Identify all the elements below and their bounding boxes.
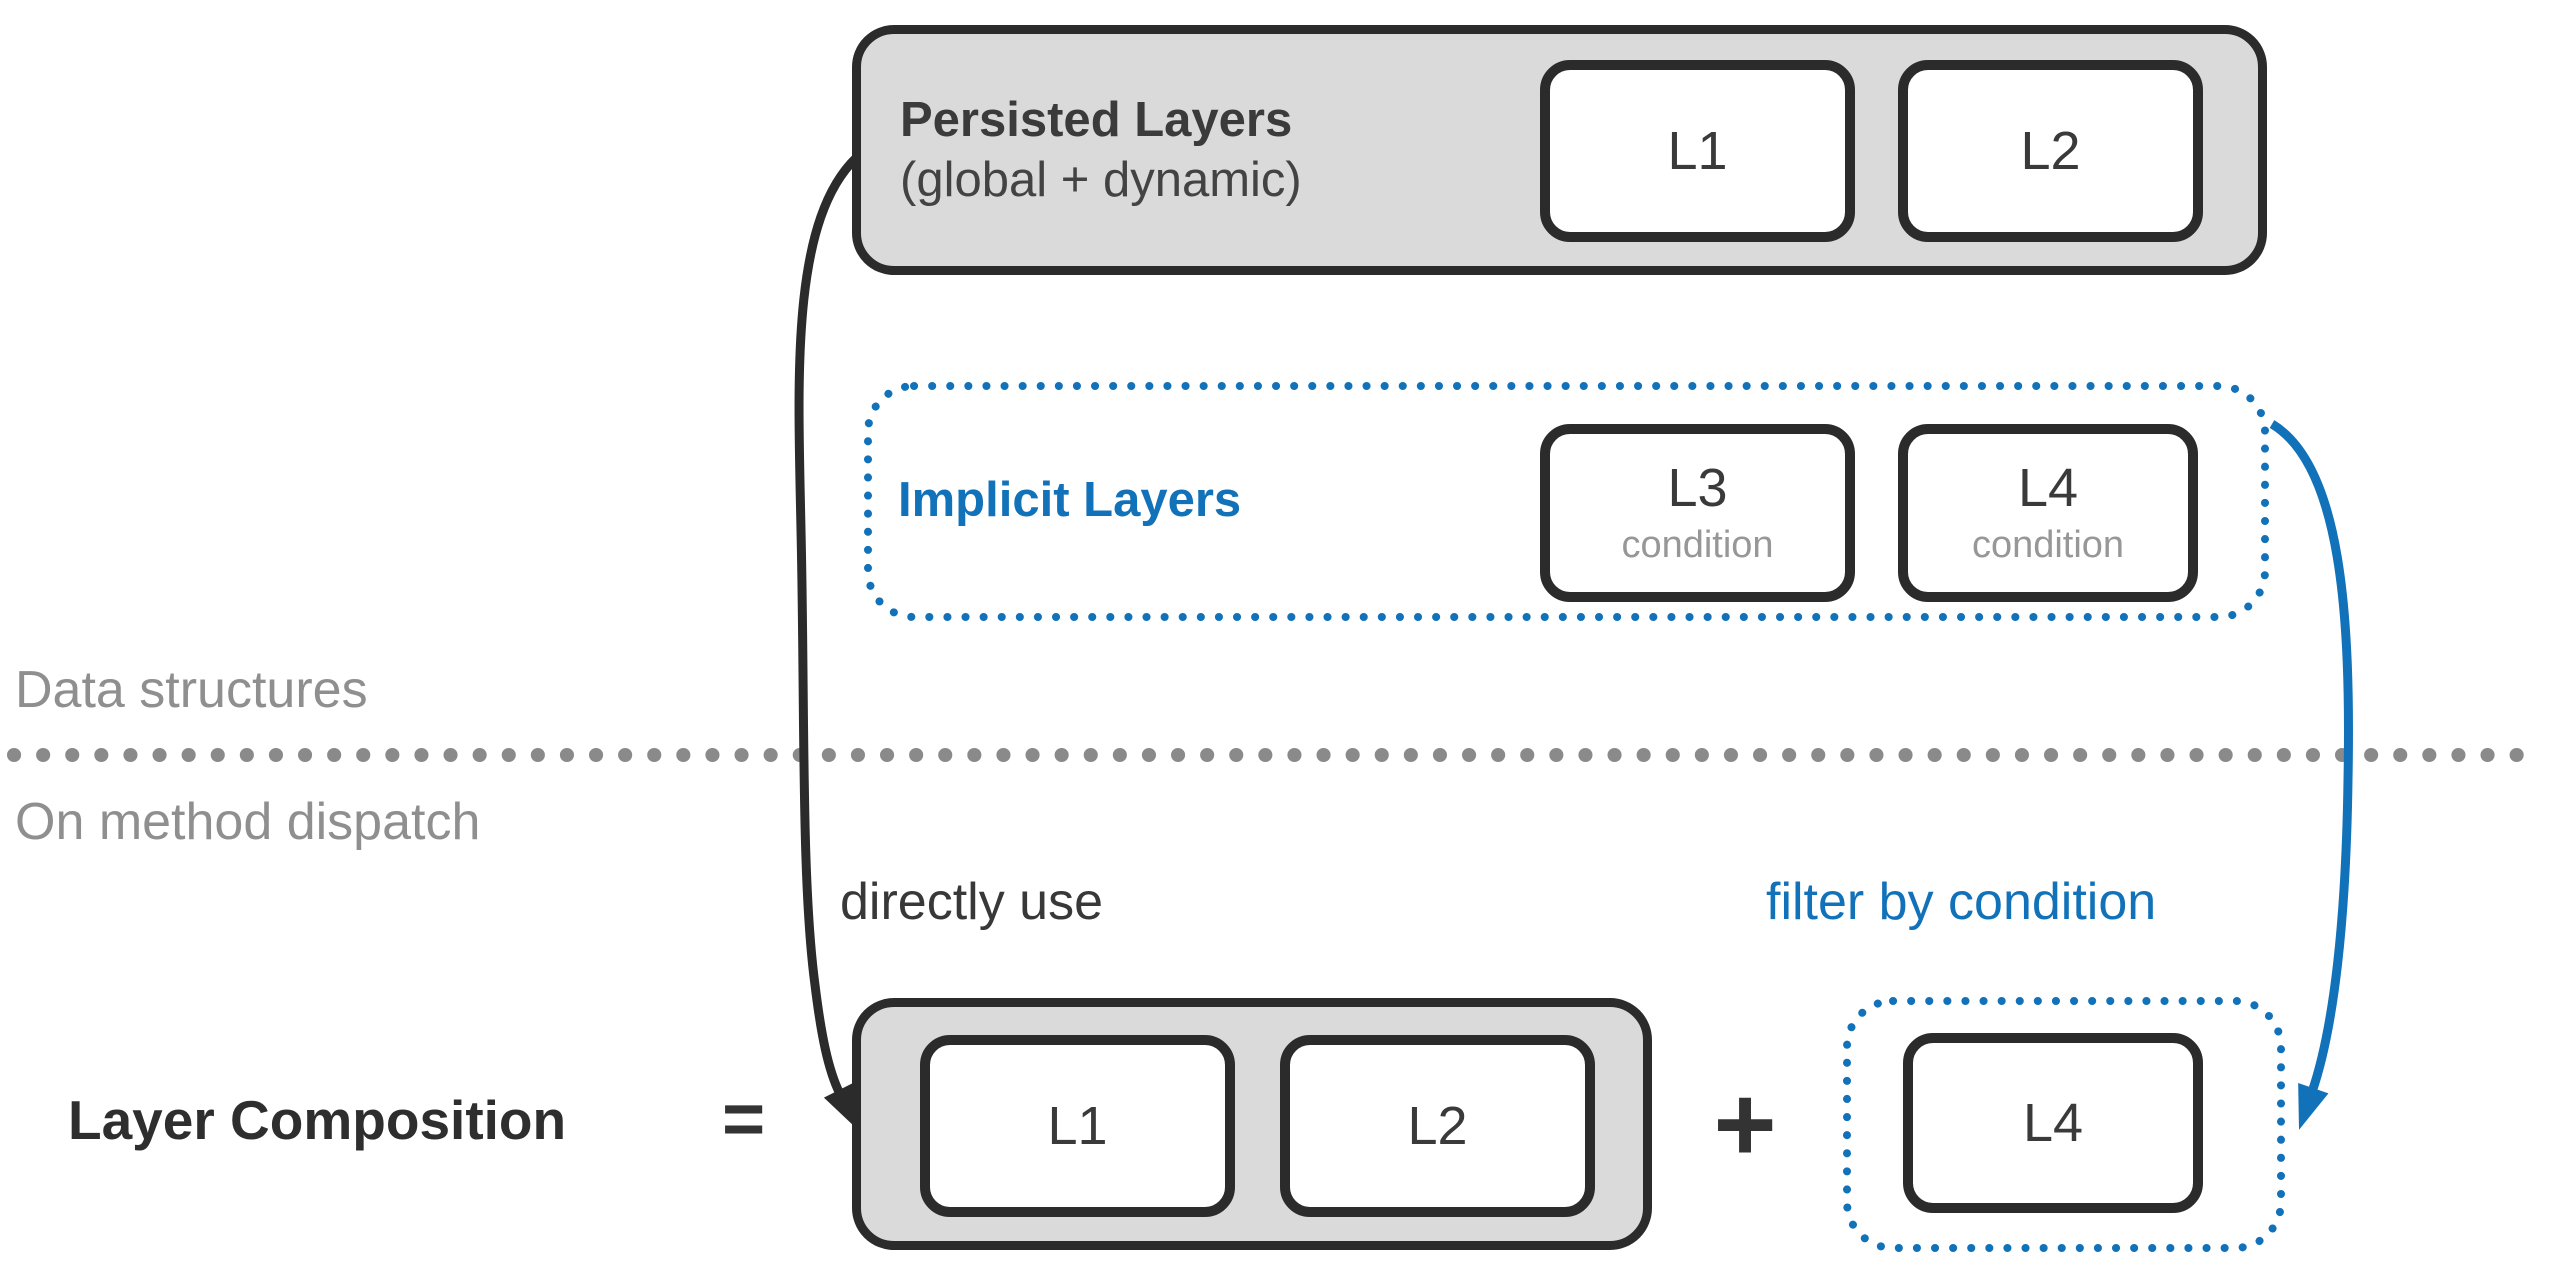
implicit-layers-title: Implicit Layers — [898, 473, 1242, 527]
composition-layer-l1-box: L1 — [920, 1035, 1235, 1217]
persisted-layers-title: Persisted Layers — [900, 93, 1293, 147]
implicit-layer-l3-box: L3 condition — [1540, 424, 1855, 602]
persisted-layer-l2-box: L2 — [1898, 60, 2203, 242]
layer-condition-label: condition — [1621, 524, 1774, 566]
layer-label: L2 — [2020, 121, 2081, 181]
layer-condition-label: condition — [1971, 524, 2125, 566]
filtered-layer-l4-box: L4 — [1903, 1033, 2203, 1213]
persisted-layers-subtitle: (global + dynamic) — [900, 153, 1302, 207]
layer-label: L3 — [1667, 458, 1728, 518]
plus-sign: + — [1713, 1062, 1777, 1184]
region-label-data-structures: Data structures — [15, 661, 368, 719]
region-label-on-method-dispatch: On method dispatch — [15, 793, 481, 851]
composition-layer-l2-box: L2 — [1280, 1035, 1595, 1217]
layer-label: L1 — [1667, 121, 1728, 181]
layer-composition-title: Layer Composition — [68, 1089, 567, 1151]
layer-label: L4 — [2017, 458, 2079, 518]
implicit-layer-l4-box: L4 condition — [1898, 424, 2198, 602]
persisted-layer-l1-box: L1 — [1540, 60, 1855, 242]
directly-use-arrow — [794, 154, 860, 1130]
directly-use-label: directly use — [840, 873, 1103, 931]
persisted-layers-text: Persisted Layers (global + dynamic) — [900, 50, 1302, 250]
equals-sign: = — [722, 1077, 766, 1160]
layer-label: L2 — [1407, 1096, 1468, 1156]
layer-label: L1 — [1047, 1096, 1108, 1156]
layer-label: L4 — [2022, 1093, 2084, 1153]
filter-by-condition-arrow — [2269, 420, 2353, 1130]
filter-by-condition-label: filter by condition — [1766, 873, 2157, 931]
